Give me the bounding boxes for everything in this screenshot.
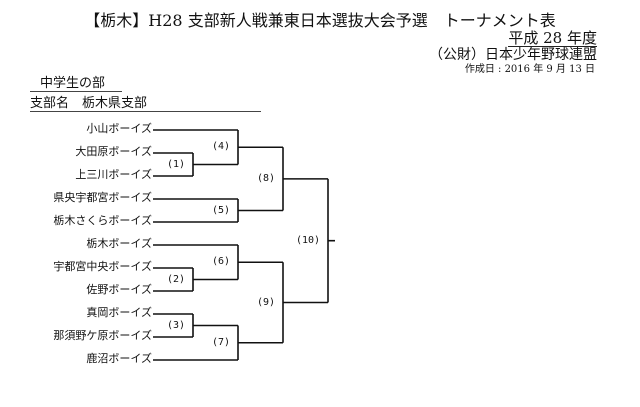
team-name: 栃木さくらボーイズ — [53, 214, 152, 227]
match-number: (9) — [257, 296, 276, 308]
team-name: 那須野ケ原ボーイズ — [53, 329, 152, 342]
team-name: 佐野ボーイズ — [86, 283, 152, 296]
match-number: (1) — [167, 158, 186, 170]
match-number: (4) — [212, 141, 231, 153]
fiscal-year: 平成 28 年度 — [508, 29, 597, 47]
match-number: (6) — [212, 256, 231, 268]
team-name: 鹿沼ボーイズ — [86, 352, 152, 365]
created-date: 作成日 : 2016 年 9 月 13 日 — [464, 64, 595, 75]
document-title: 【栃木】H28 支部新人戦兼東日本選抜大会予選 トーナメント表 — [84, 11, 556, 30]
team-name: 宇都宮中央ボーイズ — [53, 260, 152, 273]
team-name: 小山ボーイズ — [86, 122, 152, 135]
match-number: (7) — [212, 336, 231, 348]
team-name: 大田原ボーイズ — [75, 145, 152, 158]
match-number: (5) — [212, 204, 231, 216]
match-number: (3) — [167, 319, 186, 331]
branch-label: 支部名 栃木県支部 — [30, 96, 261, 112]
match-number: (10) — [296, 234, 321, 246]
division-label: 中学生の部 — [30, 76, 122, 92]
team-name: 県央宇都宮ボーイズ — [53, 191, 152, 204]
organization-name: （公財）日本少年野球連盟 — [429, 47, 597, 63]
match-number: (8) — [257, 172, 276, 184]
team-name: 上三川ボーイズ — [75, 168, 152, 181]
team-name: 栃木ボーイズ — [86, 237, 152, 250]
match-number: (2) — [167, 273, 186, 285]
team-name: 真岡ボーイズ — [86, 306, 152, 319]
